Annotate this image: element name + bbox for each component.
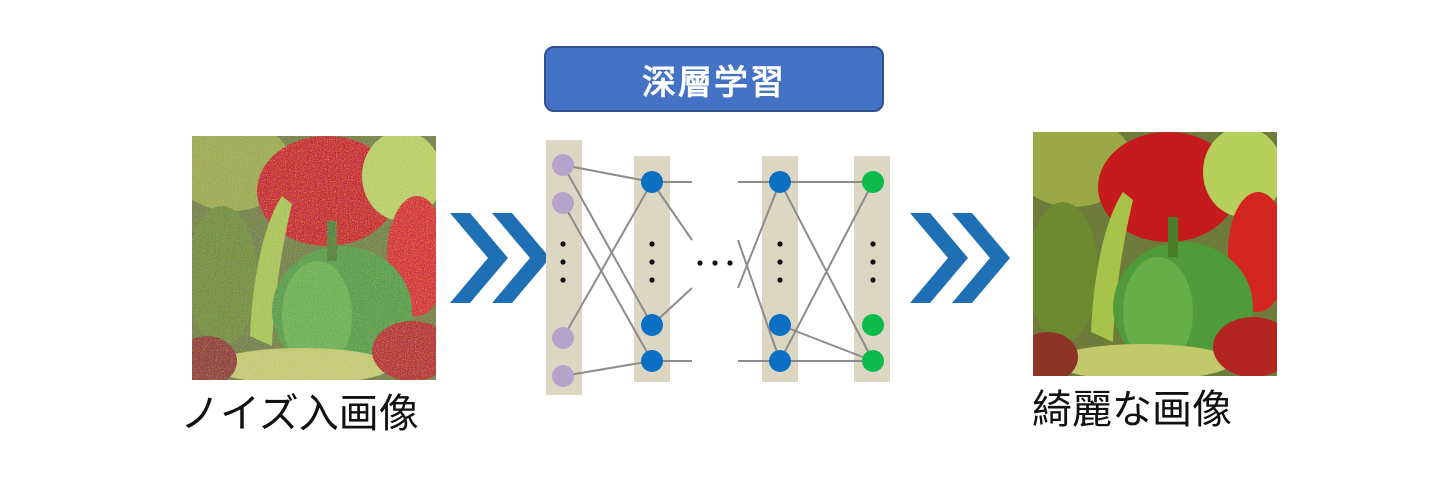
clean-output-image: [1033, 132, 1277, 376]
chevron-shape: [910, 213, 968, 303]
input-node: [552, 192, 574, 214]
input-caption: ノイズ入画像: [180, 391, 419, 437]
output-caption: 綺麗な画像: [1032, 387, 1232, 433]
chevron-shape: [492, 213, 550, 303]
input-node: [552, 365, 574, 387]
edge-line: [737, 239, 781, 362]
edge-line: [562, 164, 653, 183]
vertical-ellipsis-dot: [649, 241, 655, 247]
hidden-node: [641, 350, 663, 372]
output-node: [862, 350, 884, 372]
horizontal-ellipsis-dot: [697, 260, 703, 266]
layer-column: [634, 156, 670, 382]
network-edges: [562, 164, 874, 377]
input-node: [552, 327, 574, 349]
vertical-ellipsis-dot: [560, 277, 566, 283]
edge-line: [562, 181, 653, 339]
edge-line: [779, 324, 874, 362]
title-text: 深層学習: [642, 62, 786, 103]
hidden-node: [769, 314, 791, 336]
input-node: [552, 154, 574, 176]
vertical-ellipsis-dot: [560, 241, 566, 247]
vertical-ellipsis-dot: [777, 241, 783, 247]
vertical-ellipsis-dot: [870, 259, 876, 265]
chevron-shape: [450, 213, 508, 303]
deep-learning-title-box: 深層学習: [544, 46, 884, 112]
layer-column: [546, 140, 582, 395]
left-chevron-arrow-icon: [450, 213, 550, 303]
chevron-shape: [952, 213, 1010, 303]
network-nodes: [552, 154, 884, 387]
layer-column: [854, 156, 890, 382]
edge-line: [651, 181, 693, 241]
vertical-ellipsis-dot: [649, 259, 655, 265]
edge-line: [562, 164, 653, 326]
edge-line: [737, 181, 781, 289]
vertical-ellipsis-dot: [870, 277, 876, 283]
horizontal-ellipsis-dot: [727, 260, 733, 266]
right-chevron-arrow-icon: [910, 213, 1010, 303]
output-node: [862, 171, 884, 193]
hidden-node: [769, 171, 791, 193]
edge-line: [562, 202, 653, 362]
vertical-ellipsis-dot: [777, 259, 783, 265]
output-node: [862, 314, 884, 336]
vertical-ellipsis-dot: [870, 241, 876, 247]
hidden-node: [769, 350, 791, 372]
horizontal-ellipsis-dot: [712, 260, 718, 266]
vertical-ellipsis-dot: [777, 277, 783, 283]
hidden-node: [641, 171, 663, 193]
hidden-node: [641, 314, 663, 336]
network-layers: [546, 140, 890, 395]
layer-column: [762, 156, 798, 382]
noisy-input-image: [192, 136, 436, 380]
vertical-ellipsis-dot: [649, 277, 655, 283]
vertical-ellipsis-dot: [560, 259, 566, 265]
ellipsis-dots: [560, 241, 876, 283]
edge-line: [562, 360, 653, 377]
